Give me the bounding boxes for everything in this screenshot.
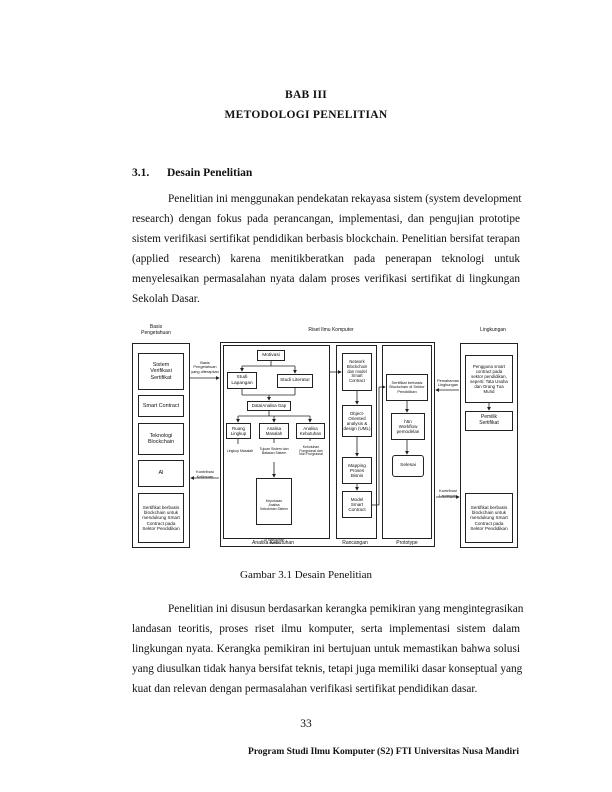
box-workflow-pemodelan: h5n Workflow pemodelan bbox=[391, 413, 425, 440]
box-ruang-lingkup: Ruang Lingkup bbox=[226, 423, 251, 439]
box-motivasi: Motivasi bbox=[257, 350, 285, 361]
column-label-lingkungan: Lingkungan bbox=[480, 327, 506, 333]
page-number: 33 bbox=[300, 718, 312, 730]
arrow-label-kontribusi-keilmuan: Kontribusi Keilmuan bbox=[196, 469, 214, 479]
prototype-frame bbox=[382, 345, 432, 539]
box-sertifikat-prototype: Sertifikat berbasis Blockchain di Sektor… bbox=[386, 374, 428, 401]
left-box-teknologi-blockchain: Teknologi Blockchain bbox=[138, 423, 184, 455]
box-keputusan-analisa: Keputusan Analisa Kebutuhan Sistem UI Ke… bbox=[256, 478, 292, 545]
paragraph-line: (applied research) karena menitikberatka… bbox=[132, 253, 520, 265]
phase-label-prototype: Prototype bbox=[396, 540, 418, 546]
right-box-pengguna: Pengguna smart contract pada sektor pend… bbox=[465, 355, 513, 403]
paragraph-line: Penelitian ini menggunakan pendekatan re… bbox=[168, 193, 522, 205]
arrow-label-pemahaman-lingkungan: Pemahaman Lingkungan bbox=[436, 378, 460, 388]
right-box-sertifikat-blockchain: Sertifikat berbasis blockchain untuk men… bbox=[465, 493, 513, 543]
rancangan-frame bbox=[336, 345, 377, 539]
lingkungan-frame bbox=[460, 343, 518, 548]
phase-label-rancangan: Rancangan bbox=[342, 540, 368, 546]
box-studi-literatur: Studi Literatur bbox=[277, 374, 313, 388]
paragraph-2: Penelitian ini disusun berdasarkan keran… bbox=[132, 599, 524, 699]
figure-caption: Gambar 3.1 Desain Penelitian bbox=[240, 569, 372, 581]
label-kebutuhan-fungsional: Kebutuhan Fungsional dan Non Fungsional bbox=[299, 444, 323, 457]
box-data-analisa-gap: Data/Analisa Gap bbox=[247, 401, 291, 411]
paragraph-line: menyelesaikan permasalahan nyata dalam p… bbox=[132, 273, 520, 285]
label-lingkup-masalah: Lingkup Masalah bbox=[226, 448, 254, 453]
left-box-sertifikat-blockchain: Sertifikat berbasis blockchain untuk men… bbox=[138, 493, 184, 543]
right-box-pemilik-sertifikat: Pemilik Sertifikat bbox=[465, 411, 513, 431]
analisa-kebutuhan-frame bbox=[223, 345, 330, 539]
section-title: Desain Penelitian bbox=[167, 167, 253, 179]
paragraph-line: Sekolah Dasar. bbox=[132, 293, 200, 305]
paragraph-line: kuat dan relevan dengan permasalahan ver… bbox=[132, 683, 478, 695]
paragraph-line: research) dengan fokus pada perancangan,… bbox=[132, 213, 520, 225]
arrow-label-basis-diterapkan: Basis Pengetahuan yang diterapkan bbox=[191, 360, 219, 374]
box-mapping-proses: Mapping Proses Bisnis bbox=[342, 457, 372, 484]
label-tujuan-batasan: Tujuan Sistem dan Batasan Sistem bbox=[259, 446, 289, 455]
column-label-riset: Riset Ilmu Komputer bbox=[308, 327, 354, 333]
left-box-sistem-verifikasi: Sistem Verifikasi Sertifikat bbox=[138, 353, 184, 390]
box-network-blockchain: Network Blockchain dan model Smart Contr… bbox=[342, 353, 372, 391]
phase-label-analisa: Analisa Kebutuhan bbox=[252, 540, 294, 546]
chapter-title: METODOLOGI PENELITIAN bbox=[224, 109, 388, 121]
basis-pengetahuan-frame bbox=[132, 343, 190, 548]
riset-ilmu-komputer-frame bbox=[220, 342, 435, 547]
chapter-number: BAB III bbox=[284, 89, 328, 101]
left-box-ai: AI bbox=[138, 460, 184, 487]
paragraph-line: landasan teoritis, proses riset ilmu kom… bbox=[132, 623, 520, 635]
box-selesai: Selesai bbox=[392, 455, 424, 477]
column-label-basis: Basis Pengetahuan bbox=[141, 324, 171, 336]
section-number: 3.1. bbox=[132, 167, 150, 179]
left-box-smart-contract: Smart Contract bbox=[138, 395, 184, 417]
paragraph-1: Penelitian ini menggunakan pendekatan re… bbox=[132, 189, 522, 309]
label-keputusan: Keputusan Analisa Kebutuhan Sistem bbox=[260, 499, 288, 512]
box-analisa-masalah: Analisa Masalah bbox=[259, 423, 289, 439]
box-studi-lapangan: Studi Lapangan bbox=[227, 372, 257, 389]
label-ui-kebutuhan: UI Kebutuhan sistem bbox=[263, 537, 285, 546]
page-footer: Program Studi Ilmu Komputer (S2) FTI Uni… bbox=[248, 747, 519, 757]
paragraph-line: Penelitian ini disusun berdasarkan keran… bbox=[168, 603, 524, 615]
box-model-smart-contract: Model Smart Contract bbox=[342, 491, 372, 518]
paragraph-line: yang diusulkan tidak hanya bersifat tekn… bbox=[132, 663, 523, 675]
box-analisa-kebutuhan: Analisa Kebutuhan bbox=[296, 423, 325, 439]
box-object-oriented: Object- Oriented analysis & design (UML) bbox=[342, 405, 372, 437]
arrow-label-kontribusi-lapangan: Kontribusi Lapangan bbox=[439, 488, 457, 498]
paragraph-line: sistem verifikasi sertifikat pendidikan … bbox=[132, 233, 520, 245]
paragraph-line: lingkungan nyata. Kerangka pemikiran ini… bbox=[132, 643, 520, 655]
